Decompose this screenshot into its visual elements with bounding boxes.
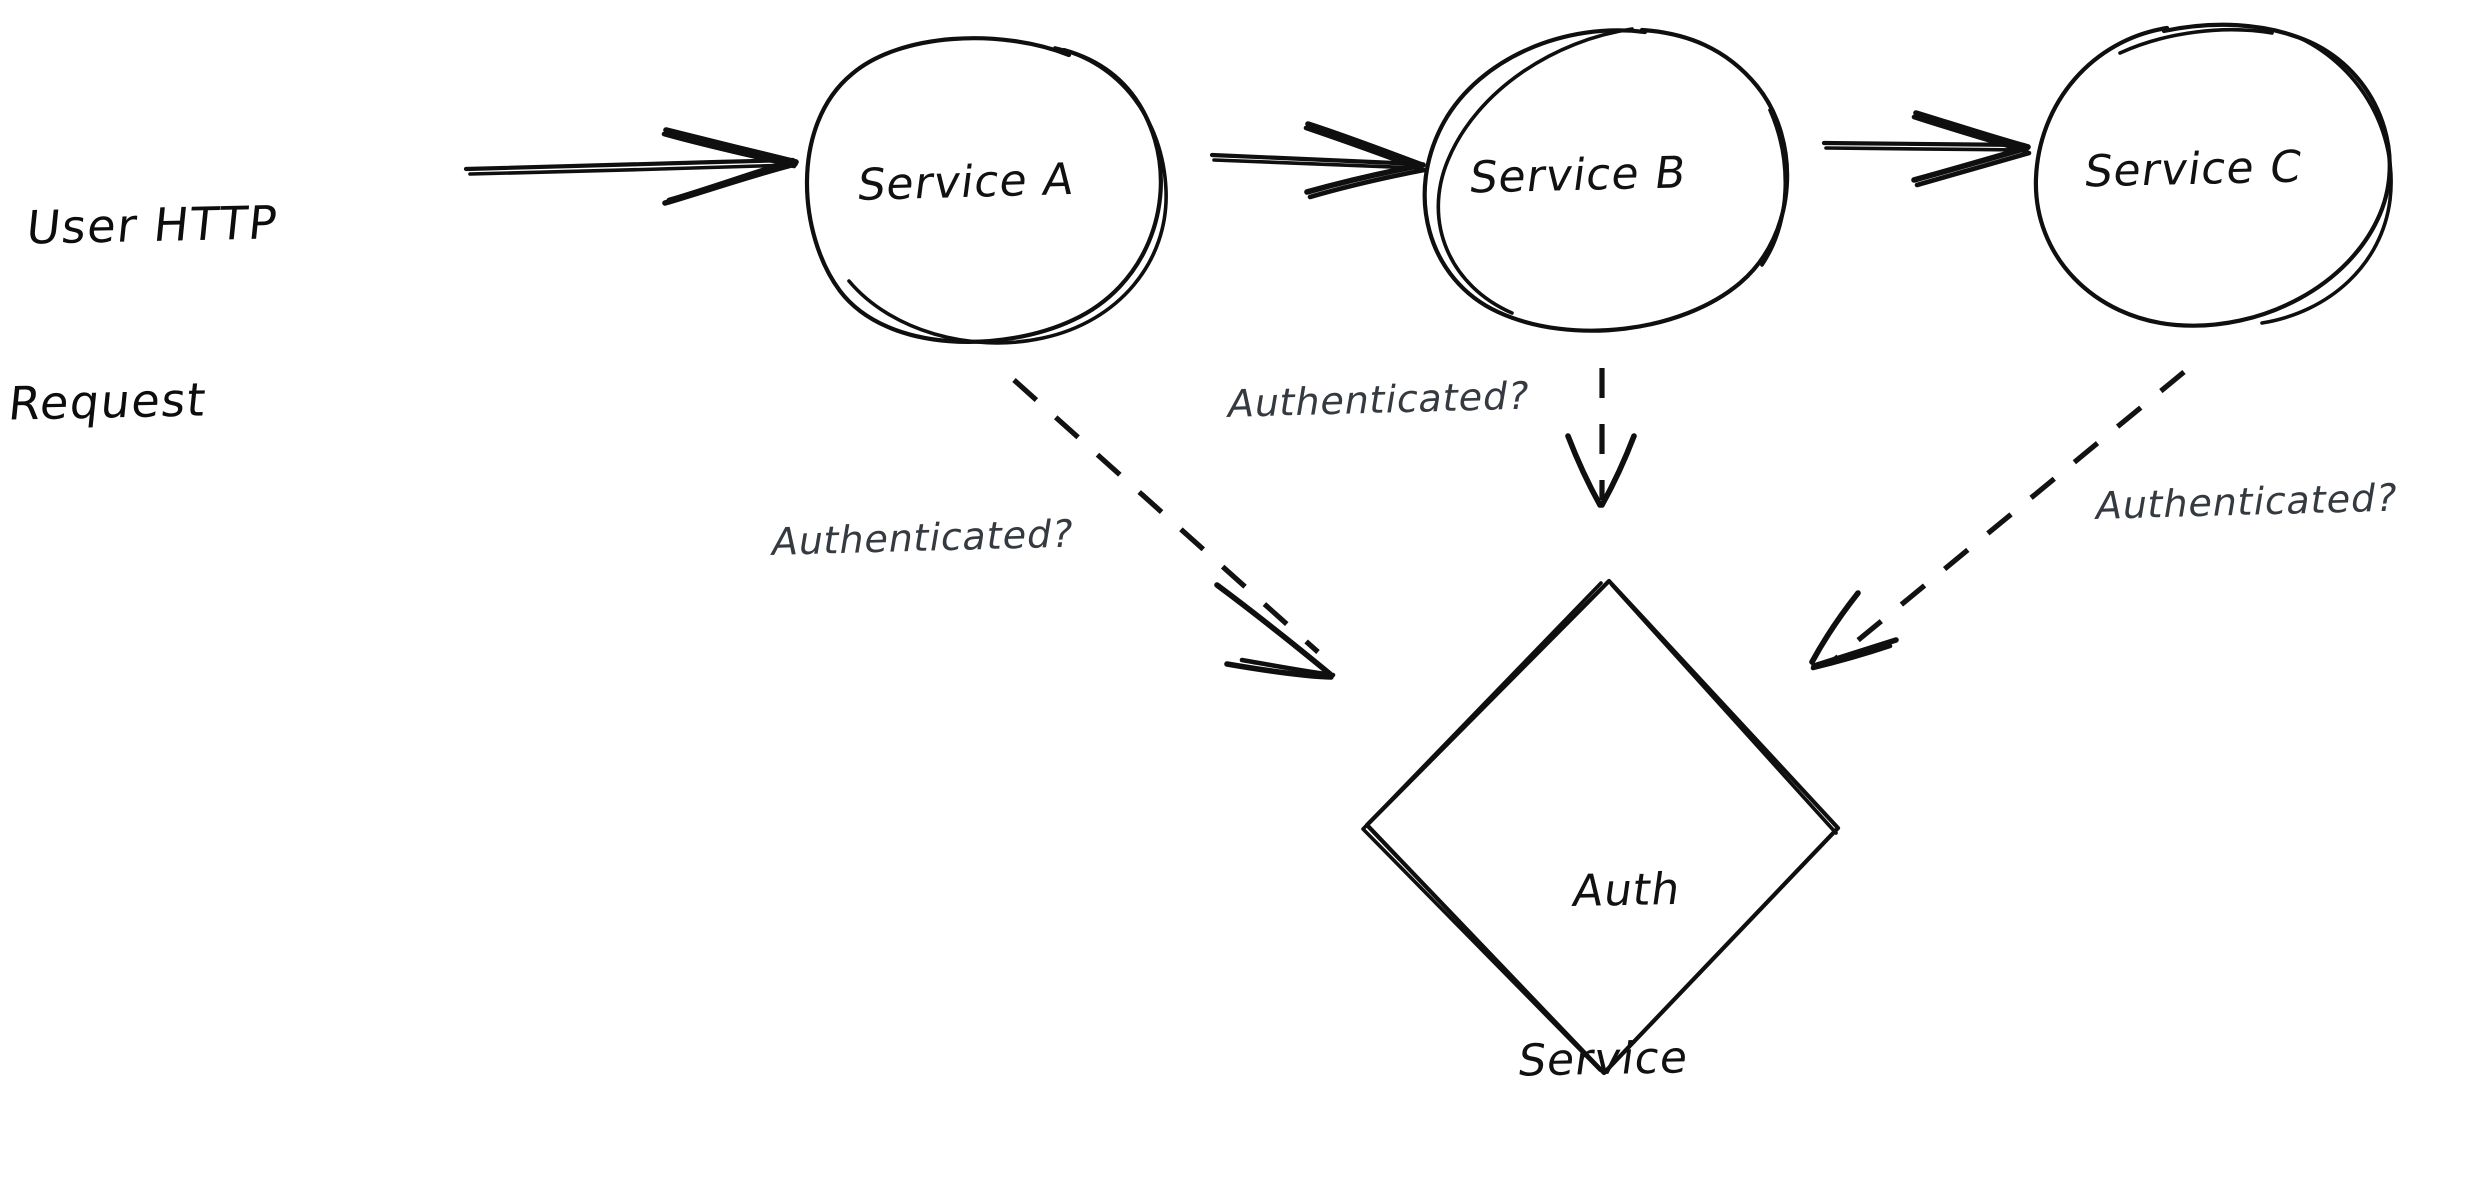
service-c-label: Service C [2081,141,2306,198]
edge-service-b-to-auth-service[interactable] [1565,368,1637,508]
node-auth-service[interactable] [1361,578,1841,1076]
node-service-c[interactable] [2033,20,2401,328]
auth-service-line2: Service [1514,1031,1692,1087]
edge-service-b-to-service-c[interactable] [1821,110,2032,188]
diagram-vector-layer [463,20,2401,1076]
edge-label-authenticated-a: Authenticated? [768,511,1078,564]
edge-service-a-to-auth-service[interactable] [1012,378,1336,680]
edge-user-to-service-a[interactable] [463,127,799,206]
user-http-request-line2: Request [6,372,210,431]
diagram-canvas: User HTTP Request Service A Service B Se… [0,20,2402,1087]
service-a-label: Service A [854,153,1078,212]
edge-service-c-to-auth-service[interactable] [1809,369,2186,671]
edge-label-authenticated-c: Authenticated? [2092,475,2402,528]
edge-service-a-to-service-b[interactable] [1209,121,1427,200]
node-service-b[interactable] [1422,27,1790,333]
node-service-a[interactable] [804,35,1168,345]
user-http-request-label: User HTTP Request [0,75,293,551]
service-b-label: Service B [1466,147,1690,204]
edge-label-authenticated-b: Authenticated? [1224,373,1534,426]
user-http-request-line1: User HTTP [23,195,281,255]
auth-service-line1: Auth [1569,863,1685,917]
